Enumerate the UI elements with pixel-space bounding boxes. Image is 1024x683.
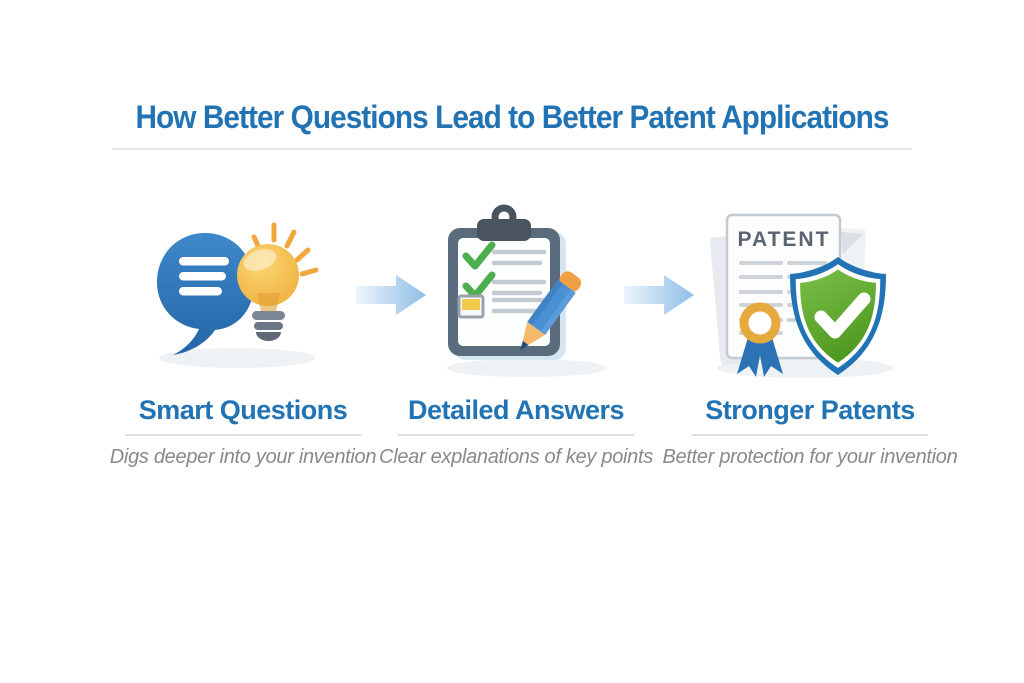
- list-lines: [491, 249, 547, 314]
- step-heading: Smart Questions: [138, 395, 348, 425]
- patent-document-shield-svg: PATENT: [709, 213, 893, 378]
- step-divider: [692, 434, 928, 436]
- speech-bubble-lightbulb-svg: [157, 222, 319, 368]
- shield-checkmark: [790, 257, 886, 375]
- step-stronger-patents: Stronger Patents Better protection for y…: [663, 395, 958, 469]
- step-description: Better protection for your invention: [662, 446, 958, 468]
- speech-bubble-lightbulb-icon: [135, 198, 345, 378]
- step-divider: [125, 434, 361, 436]
- step-heading: Detailed Answers: [407, 395, 625, 425]
- pencil: [520, 271, 582, 351]
- clipboard-checklist-pencil-icon: [432, 198, 627, 383]
- lightbulb: [237, 244, 299, 341]
- step-description: Digs deeper into your invention: [109, 446, 377, 468]
- page-title: How Better Questions Lead to Better Pate…: [135, 99, 889, 135]
- patent-document-shield-icon: PATENT: [693, 196, 921, 386]
- step-smart-questions: Smart Questions Digs deeper into your in…: [103, 395, 383, 469]
- right-arrow-svg: [624, 275, 694, 315]
- icon-shadow: [159, 348, 315, 368]
- icon-shadow: [447, 359, 607, 377]
- step-description: Clear explanations of key points: [379, 446, 653, 468]
- right-arrow-icon: [624, 272, 696, 318]
- step-heading: Stronger Patents: [705, 395, 915, 425]
- patent-document-label: PATENT: [738, 228, 831, 251]
- step-divider: [398, 434, 634, 436]
- right-arrow-icon: [356, 272, 428, 318]
- step-detailed-answers: Detailed Answers Clear explanations of k…: [376, 395, 656, 469]
- clipboard-checklist-pencil-svg: [447, 204, 607, 377]
- title-divider: [112, 148, 912, 150]
- right-arrow-svg: [356, 275, 426, 315]
- award-medal: [737, 302, 783, 377]
- checkbox: [457, 294, 485, 319]
- speech-bubble: [157, 233, 254, 355]
